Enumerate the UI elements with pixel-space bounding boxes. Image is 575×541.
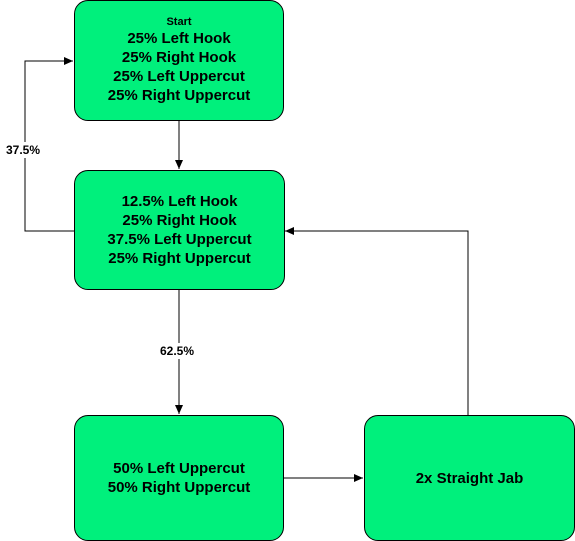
uppercut-node: 50% Left Uppercut 50% Right Uppercut: [74, 415, 284, 541]
start-line-3: 25% Left Uppercut: [113, 68, 245, 85]
second-line-1: 12.5% Left Hook: [121, 193, 238, 210]
loop-probability-label: 37.5%: [6, 142, 41, 158]
start-line-4: 25% Right Uppercut: [107, 87, 251, 104]
second-line-4: 25% Right Uppercut: [108, 250, 251, 267]
second-line-3: 37.5% Left Uppercut: [107, 231, 252, 248]
edge-jab-to-second: [285, 227, 469, 415]
jab-node: 2x Straight Jab: [364, 415, 575, 541]
uppercut-line-1: 50% Left Uppercut: [113, 460, 245, 477]
uppercut-line-2: 50% Right Uppercut: [107, 479, 251, 496]
start-node: Start 25% Left Hook 25% Right Hook 25% L…: [74, 0, 284, 121]
start-line-1: 25% Left Hook: [127, 30, 231, 47]
second-node: 12.5% Left Hook 25% Right Hook 37.5% Lef…: [74, 170, 285, 290]
down-probability-label: 62.5%: [160, 343, 195, 359]
start-heading: Start: [166, 16, 192, 28]
jab-line-1: 2x Straight Jab: [415, 469, 524, 487]
second-line-2: 25% Right Hook: [122, 212, 237, 229]
start-line-2: 25% Right Hook: [121, 49, 237, 66]
